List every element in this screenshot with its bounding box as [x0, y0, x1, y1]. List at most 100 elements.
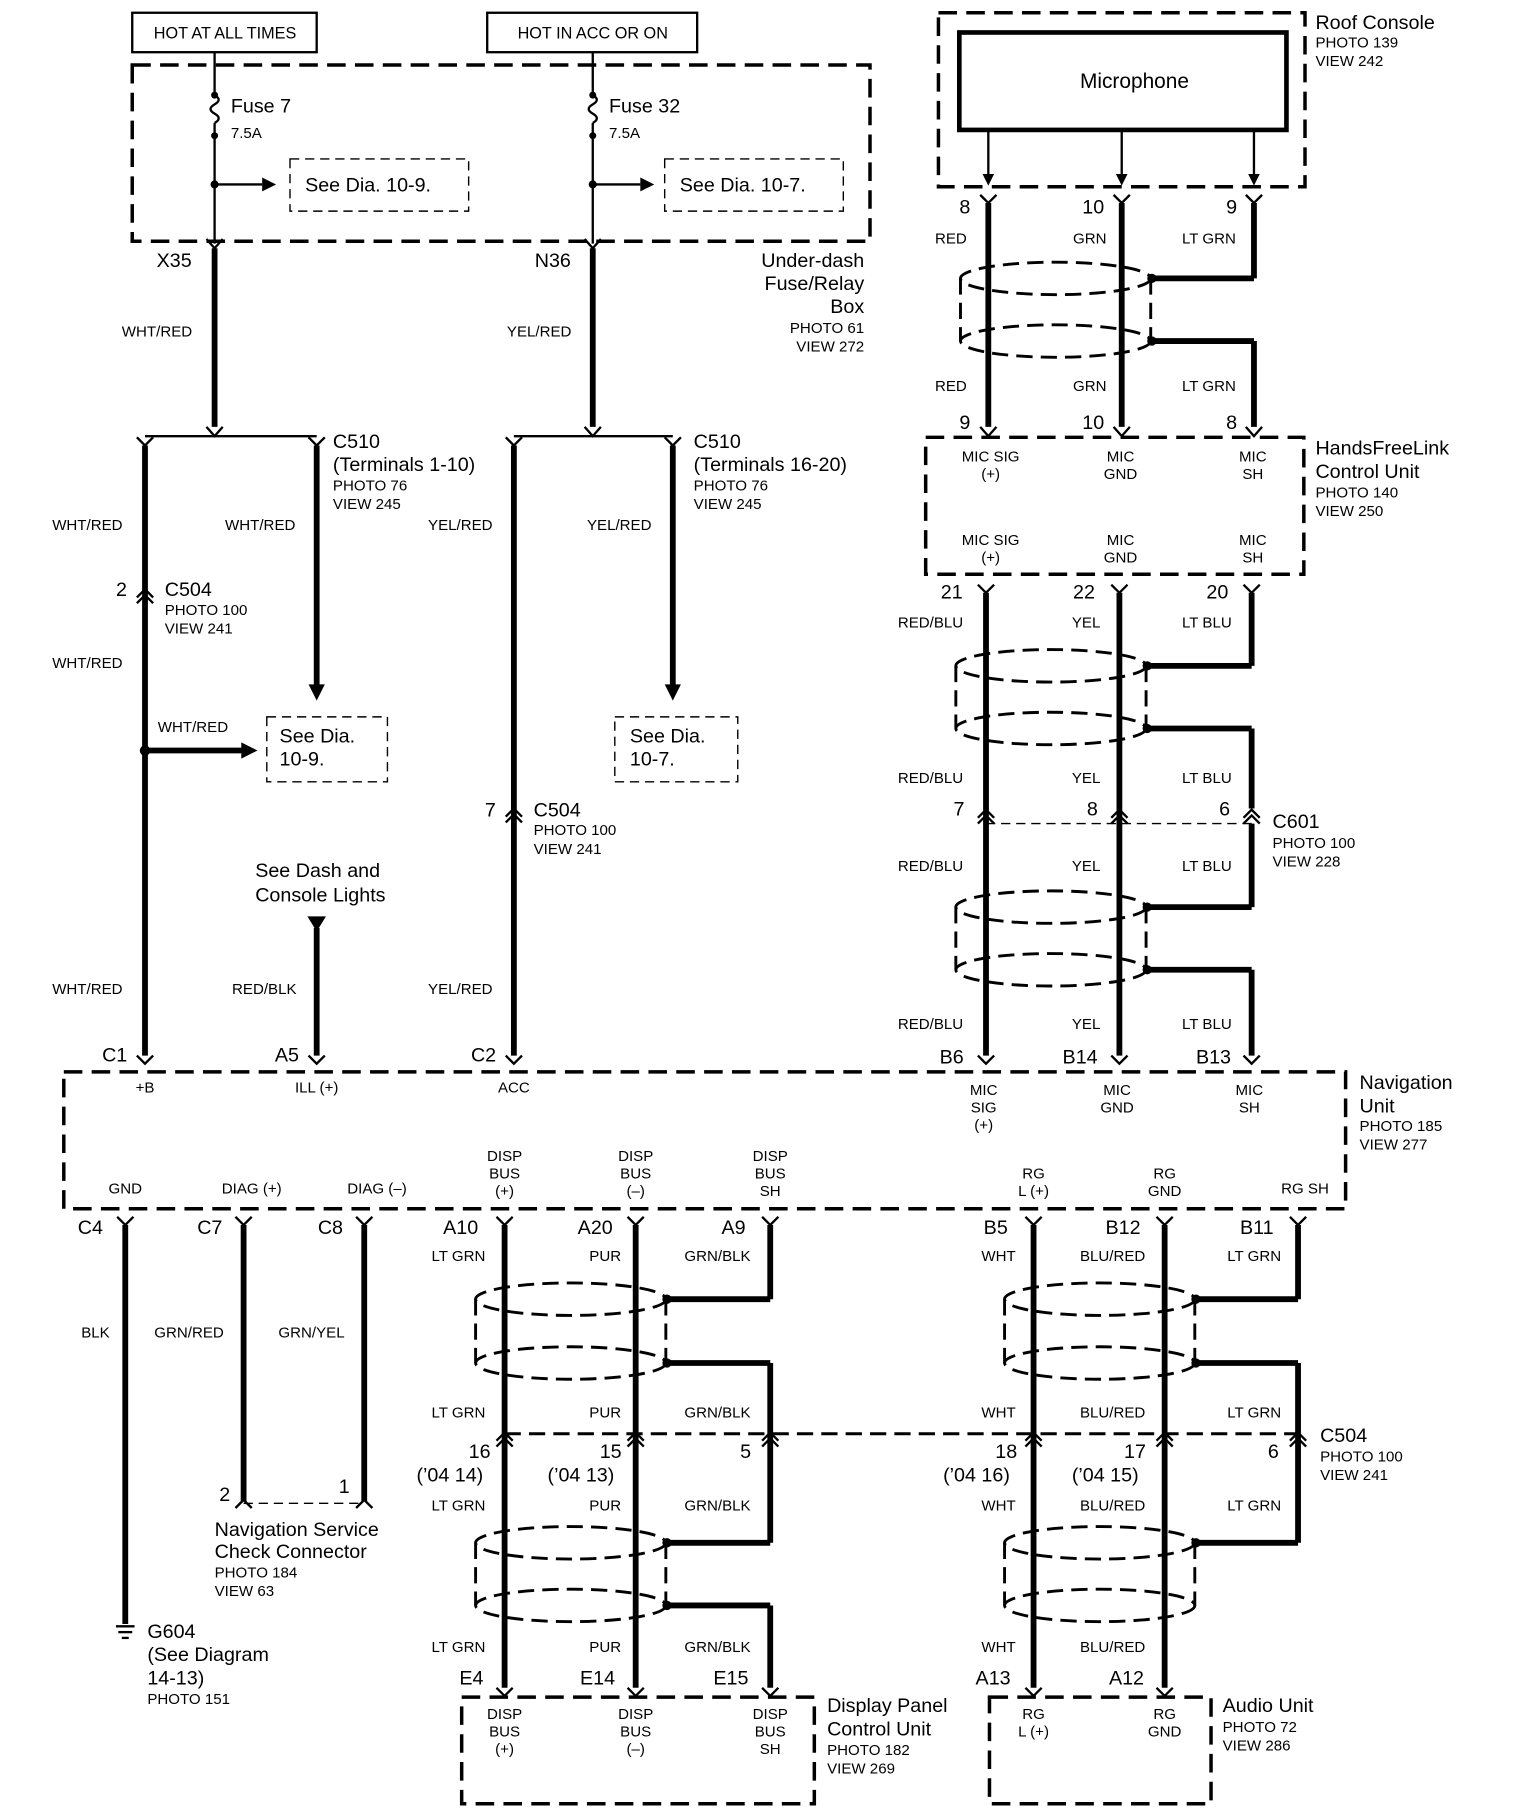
svg-text:VIEW 250: VIEW 250: [1315, 503, 1383, 520]
svg-text:GND: GND: [1100, 1099, 1134, 1116]
svg-text:WHT/RED: WHT/RED: [52, 517, 122, 534]
svg-text:B11: B11: [1240, 1217, 1274, 1239]
svg-text:LT GRN: LT GRN: [432, 1497, 486, 1514]
see-dia-10-9-text: See Dia. 10-9.: [305, 174, 431, 196]
svg-text:1: 1: [339, 1476, 350, 1498]
svg-text:WHT/RED: WHT/RED: [52, 981, 122, 998]
roof-wire-labels: RED GRN LT GRN RED GRN LT GRN: [935, 231, 1236, 395]
ground-g604-label: G604 (See Diagram 14-13) PHOTO 151: [147, 1621, 269, 1708]
svg-text:8: 8: [1226, 412, 1237, 434]
svg-text:WHT/RED: WHT/RED: [225, 517, 295, 534]
svg-text:SH: SH: [760, 1183, 781, 1200]
audio-unit-label: Audio Unit PHOTO 72 VIEW 286: [1223, 1695, 1314, 1754]
svg-text:BUS: BUS: [620, 1166, 651, 1183]
hot-at-all-times-label: HOT AT ALL TIMES: [154, 24, 297, 42]
svg-text:A20: A20: [578, 1217, 613, 1239]
svg-text:RED/BLU: RED/BLU: [898, 615, 963, 632]
svg-text:(+): (+): [974, 1117, 993, 1134]
arrow-icon: [262, 177, 277, 192]
svg-text:DIAG (–): DIAG (–): [347, 1181, 406, 1198]
svg-text:LT GRN: LT GRN: [1227, 1248, 1281, 1265]
svg-text:(+): (+): [495, 1183, 514, 1200]
svg-text:DIAG (+): DIAG (+): [222, 1181, 282, 1198]
svg-text:(+): (+): [495, 1741, 514, 1758]
c601-wire-labels: RED/BLU YEL LT BLU RED/BLU YEL LT BLU: [898, 858, 1232, 1033]
svg-text:GND: GND: [1148, 1724, 1182, 1741]
terminal-x35: X35: [157, 250, 192, 272]
svg-text:WHT: WHT: [981, 1497, 1015, 1514]
svg-text:PHOTO 100: PHOTO 100: [1320, 1449, 1403, 1466]
svg-text:RG: RG: [1022, 1706, 1045, 1723]
svg-text:RED: RED: [935, 378, 967, 395]
svg-text:(’04 16): (’04 16): [943, 1464, 1010, 1486]
see-dia-10-7-ref-b[interactable]: [614, 716, 739, 783]
shield-icon: [474, 1281, 672, 1381]
svg-text:C1: C1: [102, 1044, 127, 1066]
see-dia-10-9-ref-b[interactable]: [266, 716, 389, 783]
svg-text:SH: SH: [1239, 1099, 1260, 1116]
shield-icon: [954, 648, 1152, 747]
svg-text:BLU/RED: BLU/RED: [1080, 1248, 1145, 1265]
nav-top-pins: C1 A5 C2 B6 B14 B13: [102, 1044, 1231, 1068]
svg-text:YEL: YEL: [1072, 615, 1101, 632]
svg-text:RED/BLK: RED/BLK: [232, 981, 297, 998]
see-dia-10-9-ref[interactable]: [289, 158, 470, 212]
dash-lights-ref[interactable]: See Dash and Console Lights: [255, 860, 385, 906]
svg-text:BLK: BLK: [81, 1324, 110, 1341]
svg-text:Under-dash: Under-dash: [761, 250, 864, 272]
svg-text:(’04 15): (’04 15): [1072, 1464, 1139, 1486]
svg-text:PHOTO 76: PHOTO 76: [333, 478, 407, 495]
svg-text:PHOTO 151: PHOTO 151: [147, 1691, 230, 1708]
connector-c601-label: C601 PHOTO 100 VIEW 228: [1273, 811, 1356, 870]
connector-c510-b-label: C510 (Terminals 16-20) PHOTO 76 VIEW 245: [694, 431, 847, 513]
see-dia-10-7-ref[interactable]: [663, 158, 845, 212]
svg-text:LT BLU: LT BLU: [1182, 1016, 1232, 1033]
fuse-32-name: Fuse 32: [609, 96, 680, 118]
svg-text:(Terminals 16-20): (Terminals 16-20): [694, 454, 847, 476]
svg-text:(–): (–): [626, 1183, 644, 1200]
svg-text:PUR: PUR: [589, 1639, 621, 1656]
svg-text:WHT: WHT: [981, 1405, 1015, 1422]
svg-text:10: 10: [1082, 196, 1104, 218]
svg-text:YEL: YEL: [1072, 770, 1101, 787]
svg-text:MIC SIG: MIC SIG: [962, 532, 1020, 549]
svg-text:E14: E14: [580, 1667, 615, 1689]
svg-text:C504: C504: [165, 579, 212, 601]
svg-text:LT GRN: LT GRN: [1182, 231, 1236, 248]
svg-text:SH: SH: [760, 1741, 781, 1758]
svg-text:PUR: PUR: [589, 1405, 621, 1422]
svg-text:(–): (–): [626, 1741, 644, 1758]
c504-bottom-pins: 16 (’04 14) 15 (’04 13) 5 18 (’04 16) 17…: [416, 1441, 1278, 1486]
svg-text:Box: Box: [830, 296, 864, 318]
svg-text:C510: C510: [333, 431, 380, 453]
svg-text:VIEW 241: VIEW 241: [165, 620, 233, 637]
svg-text:GRN/BLK: GRN/BLK: [684, 1497, 750, 1514]
svg-text:PHOTO 61: PHOTO 61: [790, 320, 864, 337]
svg-text:B13: B13: [1196, 1047, 1231, 1069]
svg-text:C8: C8: [318, 1217, 343, 1239]
svg-text:SH: SH: [1242, 466, 1263, 483]
svg-text:A5: A5: [275, 1044, 299, 1066]
arrow-icon: [640, 177, 655, 192]
svg-text:VIEW 272: VIEW 272: [796, 338, 864, 355]
svg-text:RED/BLU: RED/BLU: [898, 858, 963, 875]
svg-text:YEL/RED: YEL/RED: [428, 981, 493, 998]
svg-text:MIC: MIC: [1107, 449, 1135, 466]
svg-text:LT BLU: LT BLU: [1182, 615, 1232, 632]
svg-text:18: 18: [995, 1441, 1017, 1463]
hot-at-all-times-box: [131, 11, 318, 54]
hot-in-acc-label: HOT IN ACC OR ON: [518, 24, 668, 42]
arrow-icon: [308, 684, 325, 701]
svg-text:PHOTO 140: PHOTO 140: [1315, 485, 1398, 502]
svg-text:Navigation Service: Navigation Service: [215, 1519, 379, 1541]
svg-text:8: 8: [1087, 798, 1098, 820]
pin-c504-2: 2: [116, 579, 127, 601]
see-dia-10-7-text: See Dia. 10-7.: [680, 174, 806, 196]
svg-text:See Dia.: See Dia.: [630, 725, 706, 747]
svg-text:PUR: PUR: [589, 1248, 621, 1265]
svg-text:PHOTO 139: PHOTO 139: [1315, 35, 1398, 52]
svg-text:YEL/RED: YEL/RED: [428, 517, 493, 534]
display-panel-label: Display Panel Control Unit PHOTO 182 VIE…: [827, 1695, 947, 1777]
svg-text:E15: E15: [713, 1667, 748, 1689]
svg-text:B5: B5: [984, 1217, 1008, 1239]
